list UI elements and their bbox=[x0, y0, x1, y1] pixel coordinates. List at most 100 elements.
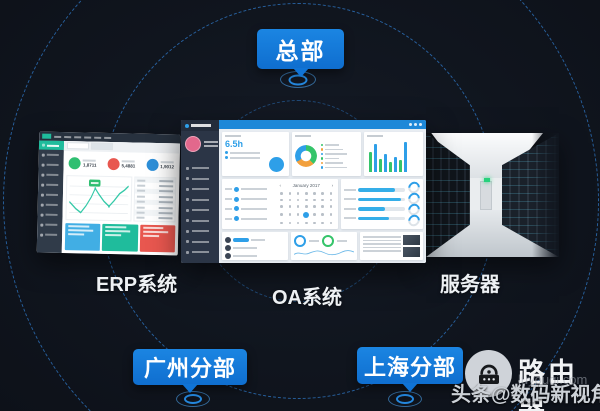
oa-legend-row bbox=[320, 152, 348, 155]
calendar-next-icon[interactable]: › bbox=[331, 183, 334, 188]
oa-menu-item bbox=[181, 187, 219, 191]
erp-menu-item bbox=[37, 210, 62, 221]
oa-logo-row bbox=[181, 120, 219, 131]
calendar-day-dot bbox=[280, 221, 283, 224]
calendar-selected-day[interactable] bbox=[303, 211, 310, 218]
calendar-title: January 2017 bbox=[292, 183, 320, 188]
oa-feed-button[interactable] bbox=[233, 238, 249, 242]
server-room-door bbox=[479, 180, 492, 210]
calendar-day-dot bbox=[313, 192, 316, 195]
oa-card-barchart bbox=[364, 132, 423, 176]
byline-watermark: 头条@数码新视角 bbox=[451, 384, 600, 406]
oa-bar bbox=[399, 160, 403, 172]
oa-menu-item bbox=[181, 177, 219, 180]
oa-progress-rows bbox=[344, 182, 405, 226]
erp-sidebar bbox=[36, 140, 65, 254]
oa-schedule-row bbox=[225, 186, 275, 192]
calendar-day-dot bbox=[305, 221, 308, 224]
router-label: 路由器 bbox=[518, 358, 578, 411]
oa-window: 6.5h bbox=[181, 120, 426, 263]
erp-panel-2 bbox=[139, 224, 176, 253]
calendar-day-dot bbox=[280, 192, 283, 195]
oa-blue-circle bbox=[268, 157, 284, 172]
calendar-day-dot bbox=[321, 205, 324, 208]
calendar-day-dot bbox=[288, 192, 292, 195]
oa-card-progress bbox=[341, 179, 423, 229]
erp-menu-item bbox=[39, 150, 64, 161]
oa-feed-row bbox=[225, 253, 285, 259]
calendar-day-dot bbox=[329, 205, 333, 208]
oa-gauge bbox=[405, 212, 423, 229]
oa-legend-row bbox=[320, 143, 348, 146]
tag-headquarters[interactable]: 总部 bbox=[257, 29, 344, 69]
oa-menu-item bbox=[181, 250, 219, 254]
tag-guangzhou-label: 广州分部 bbox=[143, 356, 236, 381]
oa-card-trend bbox=[291, 232, 357, 260]
erp-menu-item bbox=[38, 190, 63, 201]
calendar-day-dot bbox=[296, 221, 300, 224]
oa-bar bbox=[404, 142, 408, 172]
calendar-day-dot bbox=[313, 213, 316, 216]
erp-stat-value: 1,9012 bbox=[160, 163, 175, 169]
oa-bar bbox=[384, 153, 388, 172]
calendar-day-dot bbox=[329, 192, 333, 195]
calendar-day-dot bbox=[329, 221, 333, 224]
oa-progress-row bbox=[344, 188, 405, 192]
oa-trend-line bbox=[294, 250, 354, 256]
erp-stat-2: 1,9012 bbox=[146, 158, 174, 171]
calendar-prev-icon[interactable]: ‹ bbox=[279, 183, 282, 188]
erp-line-chart bbox=[65, 175, 133, 222]
oa-legend-row bbox=[320, 157, 348, 160]
oa-legend-row bbox=[320, 161, 348, 164]
site-watermark: luyouqi.com bbox=[518, 372, 588, 387]
calendar-day-dot bbox=[313, 205, 316, 208]
oa-user-block bbox=[181, 131, 219, 157]
oa-card-calendar: ‹ January 2017 › bbox=[222, 179, 339, 229]
oa-schedule-list bbox=[225, 182, 275, 226]
erp-logo bbox=[42, 133, 52, 139]
erp-stat-value: 5,4881 bbox=[121, 162, 136, 169]
oa-schedule-row bbox=[225, 196, 275, 202]
calendar-day-dot bbox=[296, 192, 300, 195]
calendar-day-dot bbox=[329, 198, 333, 201]
oa-progress-row bbox=[344, 216, 405, 220]
oa-feed-row bbox=[225, 245, 285, 251]
calendar-day-dot bbox=[329, 213, 333, 216]
oa-menu-item bbox=[181, 229, 219, 233]
erp-bottom-panels bbox=[62, 221, 179, 255]
tag-shanghai-branch[interactable]: 上海分部 bbox=[357, 347, 463, 384]
oa-news-thumbnails bbox=[403, 235, 420, 257]
calendar-day-dot bbox=[321, 192, 324, 195]
calendar-day-dot bbox=[280, 213, 283, 216]
oa-bar bbox=[394, 157, 398, 172]
oa-schedule-row bbox=[225, 206, 275, 212]
router-icon bbox=[478, 364, 499, 384]
calendar-day-dot bbox=[296, 213, 300, 216]
erp-menu-item bbox=[37, 230, 62, 241]
server-room-far-wall bbox=[468, 177, 504, 210]
oa-progress-row bbox=[344, 197, 405, 201]
oa-bar bbox=[374, 143, 378, 172]
tag-shanghai-label: 上海分部 bbox=[363, 354, 456, 380]
erp-panel-1 bbox=[102, 223, 139, 252]
erp-line-chart-svg bbox=[69, 179, 129, 214]
calendar-day-dot bbox=[288, 205, 292, 208]
tag-guangzhou-branch[interactable]: 广州分部 bbox=[133, 349, 247, 385]
erp-side-table bbox=[133, 176, 177, 223]
oa-card-summary: 6.5h bbox=[222, 132, 289, 176]
calendar-day-dot bbox=[321, 213, 324, 216]
calendar-day-dot bbox=[280, 198, 283, 201]
oa-schedule-row bbox=[225, 216, 275, 222]
oa-legend-row bbox=[320, 148, 348, 151]
calendar-day-dot bbox=[313, 221, 316, 224]
calendar-day-dot bbox=[305, 205, 308, 208]
calendar-day-dot bbox=[288, 221, 292, 224]
oa-card-donut bbox=[291, 132, 362, 176]
oa-feed-row bbox=[225, 237, 285, 243]
calendar-day-dot bbox=[321, 198, 324, 201]
oa-donut-chart bbox=[294, 145, 317, 167]
oa-bar-chart bbox=[367, 139, 420, 173]
